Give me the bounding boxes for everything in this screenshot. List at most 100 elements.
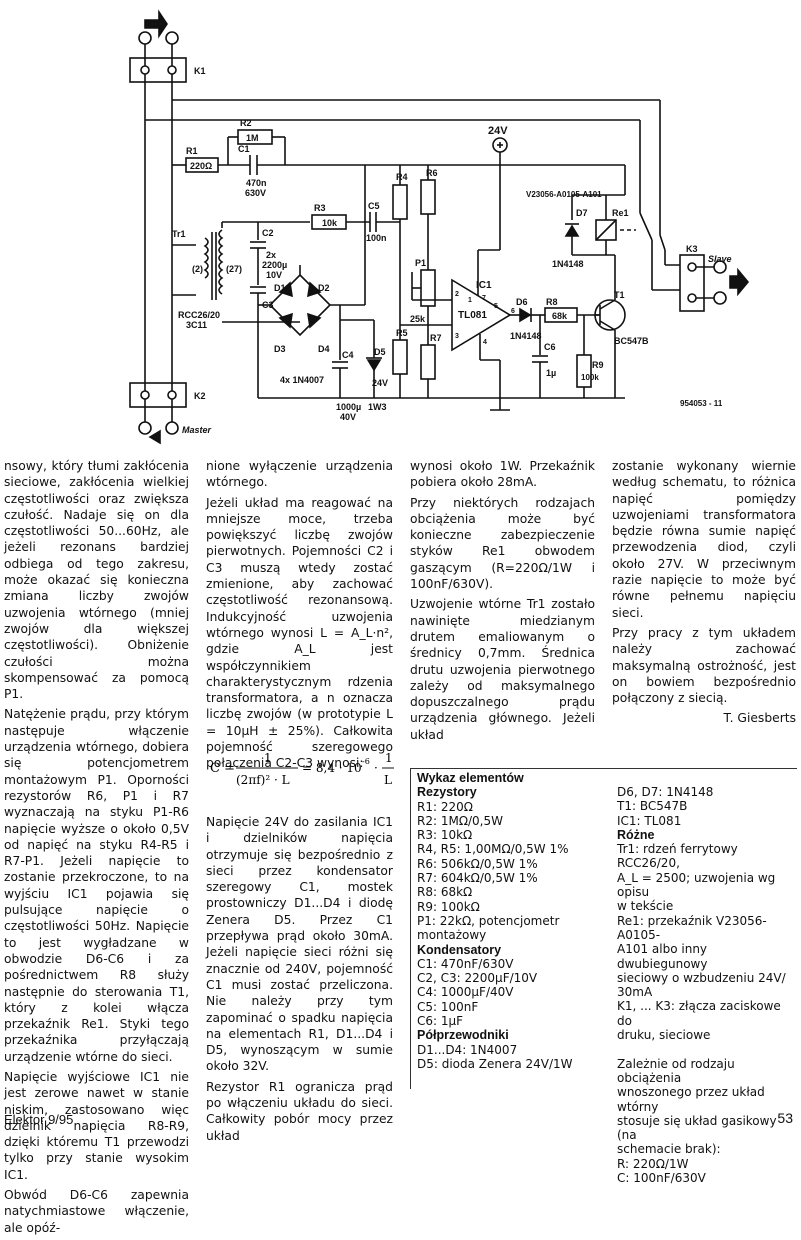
parts-item: C: 100nF/630V [617,1171,706,1186]
svg-text:D1: D1 [274,283,286,293]
paragraph: Jeżeli układ ma reagować na mniejsze moc… [206,495,393,771]
parts-item: w tekście [617,899,674,914]
parts-item: C5: 100nF [417,999,479,1014]
parts-item: Tr1: rdzeń ferrytowy RCC26/20, [617,842,738,871]
paragraph: wynosi około 1W. Przekaźnik pobiera okoł… [410,459,595,490]
svg-text:24V: 24V [488,125,508,137]
svg-text:100k: 100k [581,373,599,382]
svg-text:R4: R4 [396,172,408,182]
svg-text:L: L [384,773,392,787]
parts-item: R6: 506kΩ/0,5W 1% [417,856,538,871]
svg-text:4x 1N4007: 4x 1N4007 [280,375,324,385]
svg-text:D5: D5 [374,347,386,357]
svg-text:R8: R8 [546,297,558,307]
parts-section-heading: Kondensatory [417,942,502,957]
parts-item: C6: 1µF [417,1014,464,1029]
parts-section-heading: Różne [617,827,655,842]
svg-text:C4: C4 [342,350,354,360]
parts-item: R9: 100kΩ [417,899,480,914]
svg-text:1M: 1M [246,133,259,143]
svg-text:24V: 24V [372,378,388,388]
parts-item: R2: 1MΩ/0,5W [417,813,503,828]
capacitance-formula: C = 1 (2πf)² · L = 8,4 · 10 -6 · 1 L [206,744,396,794]
svg-text:R7: R7 [430,333,442,343]
svg-text:Slave: Slave [708,254,732,264]
svg-text:·: · [374,761,378,775]
circuit-schematic: K1 K2 K3 Master Slave R1 220Ω R2 1M C1 4… [129,9,750,445]
author: T. Giesberts [723,711,796,726]
svg-text:C2: C2 [262,228,274,238]
article-column-4: zostanie wykonany wiernie według schemat… [612,458,796,731]
parts-item: IC1: TL081 [617,813,682,828]
svg-text:6: 6 [511,308,515,315]
magazine-issue: Elektor 9/95 [4,1112,74,1127]
article-column-3: wynosi około 1W. Przekaźnik pobiera okoł… [410,458,595,747]
svg-text:1N4148: 1N4148 [510,331,542,341]
parts-item: schemacie brak): [617,1142,721,1157]
svg-text:K1: K1 [194,66,206,76]
parts-item: K1, ... K3: złącza zaciskowe do [617,999,781,1028]
parts-item: R: 220Ω/1W [617,1156,689,1171]
svg-text:C6: C6 [544,342,556,352]
svg-text:R5: R5 [396,328,408,338]
svg-text:R1: R1 [186,146,198,156]
paragraph: Natężenie prądu, przy którym następuje w… [4,707,189,1064]
svg-text:-6: -6 [362,757,370,766]
parts-item: R3: 10kΩ [417,828,473,843]
article-column-2b: Napięcie 24V do zasilania IC1 i dzielnik… [206,814,393,1148]
svg-text:(2): (2) [192,264,203,274]
paragraph: Uzwojenie wtórne Tr1 zostało nawinięte m… [410,597,595,742]
parts-item: C4: 1000µF/40V [417,985,514,1000]
svg-text:100n: 100n [366,233,387,243]
parts-item: D5: dioda Zenera 24V/1W [417,1056,573,1071]
svg-text:R2: R2 [240,118,252,128]
svg-text:D7: D7 [576,208,588,218]
svg-text:1: 1 [264,751,272,765]
svg-text:Tr1: Tr1 [172,229,186,239]
parts-item: montażowy [417,928,487,943]
svg-text:(27): (27) [226,264,242,274]
paragraph: nsowy, który tłumi zakłócenia sieciowe, … [4,459,189,702]
svg-text:V23056-A0105-A101: V23056-A0105-A101 [526,190,602,199]
parts-item: Zależnie od rodzaju obciążenia [617,1056,735,1085]
svg-text:C =: C = [210,761,235,776]
svg-text:C1: C1 [238,144,250,154]
parts-item [617,1042,797,1056]
svg-text:220Ω: 220Ω [190,161,212,171]
svg-text:T1: T1 [614,290,625,300]
svg-text:1N4148: 1N4148 [552,259,584,269]
svg-text:954053 - 11: 954053 - 11 [680,399,723,408]
svg-text:= 8,4 · 10: = 8,4 · 10 [302,761,362,775]
parts-item: D6, D7: 1N4148 [617,785,714,799]
parts-item: 30mA [617,985,653,1000]
paragraph: zostanie wykonany wiernie według schemat… [612,459,796,620]
svg-text:BC547B: BC547B [614,336,649,346]
parts-item: R4, R5: 1,00MΩ/0,5W 1% [417,842,569,857]
parts-item: T1: BC547B [617,799,688,814]
svg-text:Master: Master [182,425,212,435]
svg-text:P1: P1 [415,258,426,268]
svg-text:RCC26/20: RCC26/20 [178,310,220,320]
svg-text:1µ: 1µ [546,368,556,378]
svg-text:40V: 40V [340,412,356,422]
paragraph: Napięcie 24V do zasilania IC1 i dzielnik… [206,815,393,1074]
svg-text:1000µ: 1000µ [336,402,361,412]
svg-text:Re1: Re1 [612,208,629,218]
svg-text:(2πf)² · L: (2πf)² · L [236,773,290,787]
svg-text:D4: D4 [318,344,330,354]
svg-text:1: 1 [385,751,393,765]
parts-item: C1: 470nF/630V [417,956,514,971]
paragraph: Obwód D6-C6 zapewnia natychmiastowe włąc… [4,1188,189,1235]
parts-section-heading: Rezystory [417,785,477,800]
svg-text:68k: 68k [552,311,568,321]
parts-section-heading: Półprzewodniki [417,1028,509,1043]
paragraph: Rezystor R1 ogranicza prąd po włączeniu … [206,1079,393,1143]
parts-item: R8: 68kΩ [417,885,473,900]
paragraph: Przy pracy z tym układem należy zachować… [612,625,796,706]
svg-text:D6: D6 [516,297,528,307]
parts-item: wnoszonego przez układ wtórny [617,1085,765,1114]
svg-text:2x: 2x [266,250,276,260]
